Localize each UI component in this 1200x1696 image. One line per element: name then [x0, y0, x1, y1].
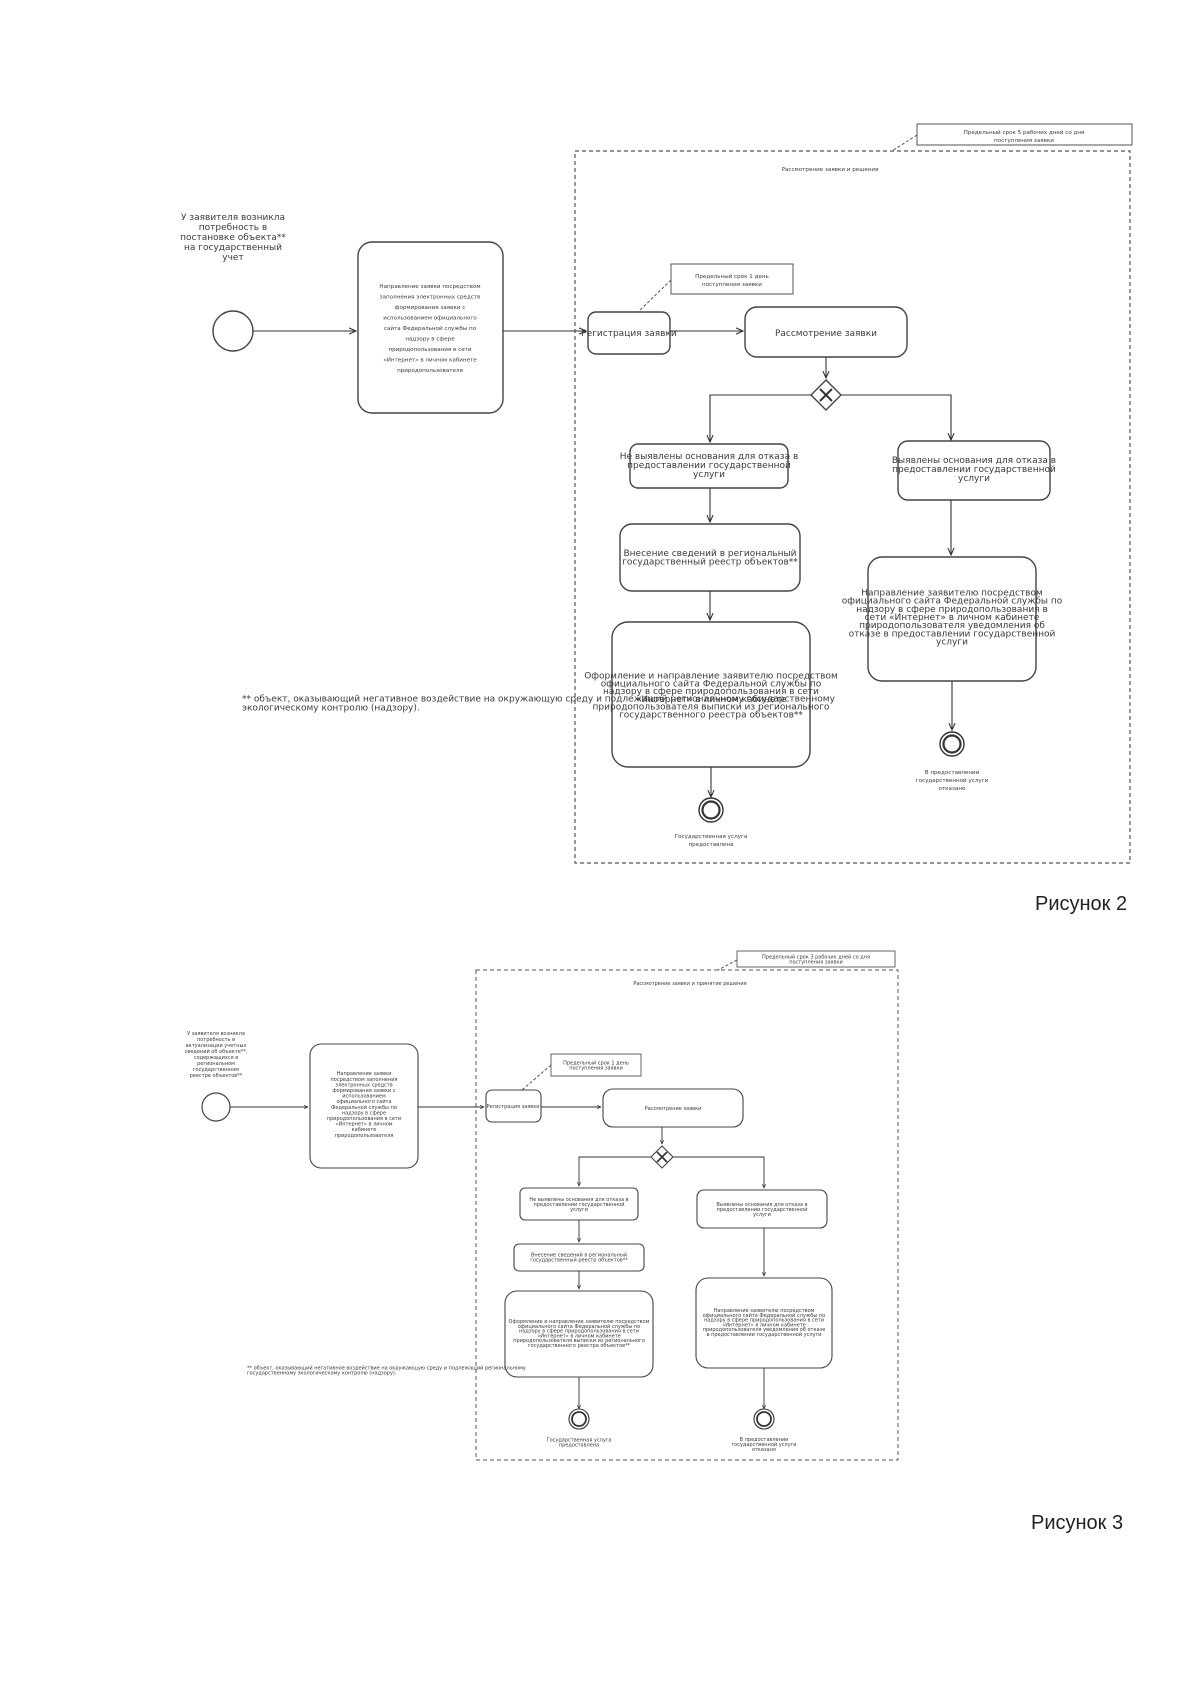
fig3-start-node — [201, 1092, 231, 1122]
fig2-start-node — [212, 310, 254, 352]
fig3-deadline-connector — [717, 959, 738, 971]
fig3-decision-x — [656, 1151, 668, 1163]
fig3-end-refused-node-inner — [756, 1411, 772, 1427]
fig3-branch-right — [673, 1156, 764, 1188]
figure-3-caption: Рисунок 3 — [1031, 1512, 1124, 1534]
fig2-scope-frame — [574, 150, 1131, 864]
fig2-deadline-box — [916, 123, 1133, 146]
fig3-branch-left — [579, 1156, 651, 1186]
fig2-end-refused-node-inner — [942, 734, 962, 754]
fig2-scope-label: Рассмотрение заявки и решения — [782, 167, 879, 173]
fig2-decision-x — [819, 388, 833, 402]
fig3-register-text: Регистрация заявки — [486, 1104, 539, 1110]
fig3-deadline-box — [736, 950, 896, 968]
fig2-footnote: ** объект, оказывающий негативное воздей… — [242, 695, 836, 714]
fig3-submit-action — [309, 1043, 419, 1169]
fig3-review-text: Рассмотрение заявки — [645, 1106, 702, 1112]
fig3-reg-deadline-connector — [521, 1064, 552, 1091]
figure-2-caption: Рисунок 2 — [1035, 893, 1128, 915]
fig2-reg-deadline-box — [670, 263, 794, 295]
fig3-grounds-action — [696, 1189, 828, 1229]
fig2-reg-deadline-connector — [637, 279, 672, 313]
fig2-submit-action — [357, 241, 504, 414]
fig2-branch-left — [710, 394, 811, 442]
fig3-issue-text: Оформление и направление заявителю посре… — [509, 1319, 650, 1349]
fig3-footnote: ** объект, оказывающий негативное воздей… — [247, 1364, 526, 1376]
fig3-end-ok-node-inner — [571, 1411, 587, 1427]
fig3-scope-label: Рассмотрение заявки и принятие решения — [633, 981, 746, 987]
fig2-branch-right — [841, 394, 951, 440]
fig2-no-grounds-action — [629, 443, 789, 489]
fig2-issue-text: Оформление и направление заявителю посре… — [584, 672, 838, 721]
fig2-grounds-action — [897, 440, 1051, 501]
fig3-register-action — [485, 1089, 542, 1123]
fig2-end-ok-node-inner — [701, 800, 721, 820]
fig3-review-action — [602, 1088, 744, 1128]
fig2-register-action — [587, 311, 671, 355]
fig3-scope-frame — [475, 969, 899, 1461]
fig2-review-text: Рассмотрение заявки — [775, 329, 877, 339]
fig2-deadline-connector — [891, 134, 918, 152]
fig2-register-text: Регистрация заявки — [581, 329, 677, 339]
